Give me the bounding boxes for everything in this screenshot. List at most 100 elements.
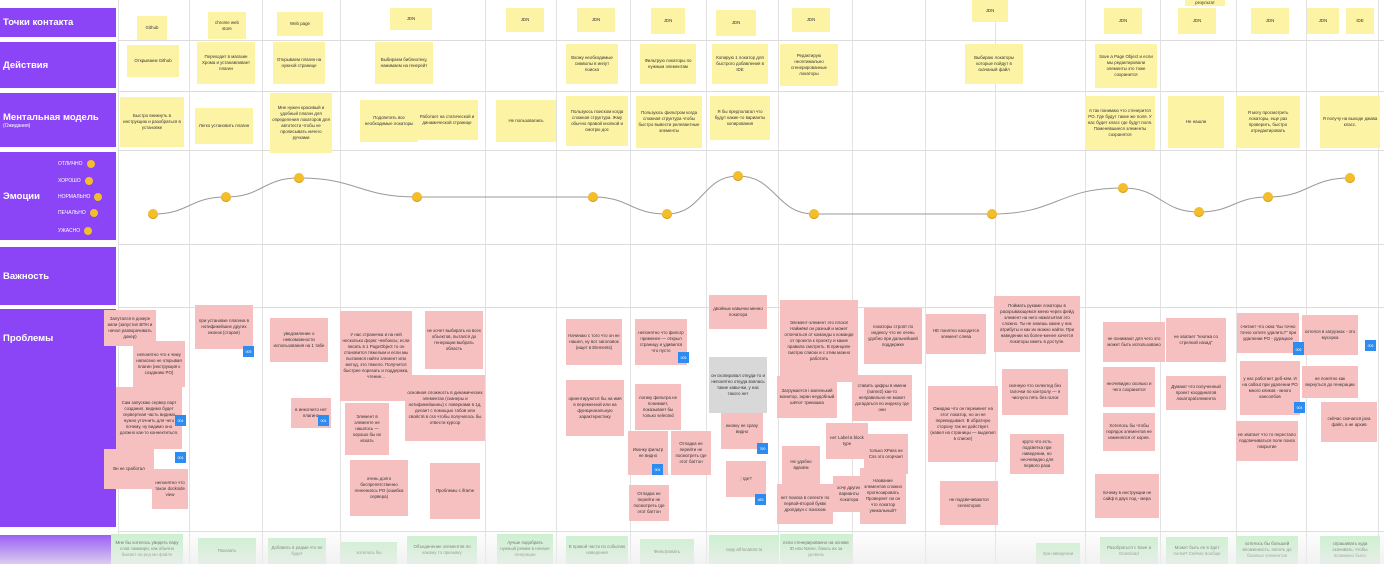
sticky-note[interactable]: JDN bbox=[1178, 8, 1216, 34]
comment-count-badge[interactable]: 004 bbox=[175, 415, 186, 426]
sticky-note[interactable]: JDN bbox=[390, 8, 432, 30]
sticky-note[interactable]: Переходит в магазин Хрома и устанавливае… bbox=[197, 42, 255, 84]
sticky-note[interactable]: Вн не сработал bbox=[104, 449, 154, 489]
sticky-note[interactable]: Фильтровать bbox=[640, 539, 694, 564]
sticky-note[interactable]: не понимают для чего это может быть испо… bbox=[1103, 322, 1165, 362]
sticky-note[interactable]: очень долго беспрепятственно генеенилсь … bbox=[350, 460, 408, 516]
sticky-note[interactable]: Мне нужен красивый и удобный плагин для … bbox=[270, 93, 332, 153]
sticky-note[interactable]: почему в инструкции не сайф в двух под -… bbox=[1095, 474, 1159, 518]
sticky-note[interactable]: Выбираем библиотеку, нажимаем на генерей… bbox=[375, 42, 433, 84]
sticky-note[interactable]: Открываем плагин на нужной странице bbox=[273, 42, 325, 84]
sticky-note[interactable]: он скопировал откуда-то и непонятно отку… bbox=[709, 357, 767, 413]
sticky-note[interactable]: при установке плагина в нотификейшне дру… bbox=[195, 305, 253, 349]
sticky-note[interactable]: Я получу на выходе джава класс. bbox=[1320, 96, 1380, 148]
sticky-note[interactable]: спрашивать куда скачивать, чтобы возможн… bbox=[1320, 536, 1380, 564]
sticky-note[interactable]: Легко установить плагин bbox=[195, 108, 253, 144]
sticky-note[interactable]: Проблемы с iframe bbox=[430, 463, 480, 519]
sticky-note[interactable]: JDN bbox=[506, 8, 544, 32]
sticky-note[interactable]: НЕ понятно находится элемент слева bbox=[926, 314, 986, 354]
sticky-note[interactable]: Открываем Github bbox=[127, 45, 179, 77]
comment-count-badge[interactable]: 005 bbox=[678, 352, 689, 363]
sticky-note[interactable]: не хватает что то перестало подсвечивать… bbox=[1236, 421, 1298, 461]
sticky-note[interactable]: JDN bbox=[716, 10, 756, 36]
sticky-note[interactable]: Загружается i маленький монитор, экран н… bbox=[777, 376, 837, 418]
sticky-note[interactable]: нет Label в block type bbox=[826, 423, 868, 459]
comment-count-badge[interactable]: 004 bbox=[652, 464, 663, 475]
sticky-note[interactable]: copy all locators to bbox=[709, 535, 779, 564]
sticky-note[interactable]: только XPass не Css это огорчает bbox=[864, 434, 908, 474]
sticky-note[interactable]: хотелось бы большей вложенность, эплоть … bbox=[1236, 536, 1298, 564]
sticky-note[interactable]: если стенерированно на основе ID или Nam… bbox=[780, 534, 852, 564]
sticky-note[interactable]: иконку не сразу видно bbox=[721, 409, 763, 449]
sticky-note[interactable]: основная сложность в динамических элемен… bbox=[405, 375, 485, 441]
sticky-note[interactable]: Название элементов сложно прогнозировать… bbox=[860, 468, 906, 524]
sticky-note[interactable]: сейчас скачался java файл, а не архив bbox=[1321, 402, 1377, 442]
sticky-note[interactable]: Показать bbox=[198, 538, 256, 564]
sticky-note[interactable]: Редактирую неоптимально сгенерированные … bbox=[780, 44, 838, 86]
sticky-note[interactable]: Объединение элементов по какому то призн… bbox=[407, 536, 477, 564]
sticky-note[interactable]: Не пользовались bbox=[496, 100, 556, 142]
sticky-note[interactable]: Web page bbox=[277, 12, 323, 36]
sticky-note[interactable]: Запутался в докере иапи (запустил ВПН и … bbox=[104, 310, 156, 346]
sticky-note[interactable]: Хотелось бы чтобы порядок элементов не и… bbox=[1103, 413, 1155, 451]
sticky-note[interactable]: Save a Page Object и если мы редактирова… bbox=[1095, 44, 1157, 88]
sticky-note[interactable]: Не удобно вдвоём bbox=[782, 446, 820, 484]
sticky-note[interactable]: chrome web store bbox=[208, 12, 246, 39]
sticky-note[interactable]: хотелось бы bbox=[341, 542, 397, 564]
sticky-note[interactable]: Подсветить все необходимые локаторы bbox=[360, 100, 418, 142]
comment-count-badge[interactable]: 004 bbox=[175, 452, 186, 463]
sticky-note[interactable]: Поймать руками локаторы в раскрывающемся… bbox=[994, 296, 1080, 352]
sticky-note[interactable]: не подсвечиваются селекторов bbox=[940, 481, 998, 525]
sticky-note[interactable]: я так понимаю что стенерится PO. Где буд… bbox=[1085, 96, 1155, 150]
sticky-note[interactable]: результат bbox=[1185, 0, 1225, 6]
sticky-note[interactable]: Сам запускаю сервер парт созданил, видим… bbox=[116, 387, 182, 449]
comment-count-badge[interactable]: 004 bbox=[1294, 402, 1305, 413]
sticky-note[interactable]: Мне бы хотелось увидеть пару слов саммар… bbox=[111, 534, 183, 564]
sticky-note[interactable]: Я могу просмотреть локаторы, еще раз про… bbox=[1236, 96, 1300, 148]
sticky-note[interactable]: локаторы строят по индексу что не очень … bbox=[864, 308, 922, 364]
sticky-note[interactable]: Отладка не перейти не посмотреть где это… bbox=[671, 431, 711, 475]
sticky-note[interactable]: Github bbox=[137, 16, 167, 40]
sticky-note[interactable]: уведомление о невозможности использовани… bbox=[270, 318, 328, 362]
comment-count-badge[interactable]: 005 bbox=[1365, 340, 1376, 351]
sticky-note[interactable]: хотелся в загрузках - это мусорка bbox=[1302, 315, 1358, 355]
sticky-note[interactable]: Фильтрую локаторы по нужным элементам bbox=[640, 44, 696, 84]
comment-count-badge[interactable]: 005 bbox=[1293, 344, 1304, 355]
sticky-note[interactable]: ; где? bbox=[726, 461, 766, 497]
sticky-note[interactable]: В правой части по событию наведения bbox=[566, 536, 628, 564]
sticky-note[interactable]: скачную что селектед без галочки по конт… bbox=[1002, 369, 1068, 415]
sticky-note[interactable]: не хочет выбирать из всех объектов, пыта… bbox=[425, 311, 483, 369]
sticky-note[interactable]: логику фильтра не понимает, показывает б… bbox=[635, 384, 681, 430]
sticky-note[interactable]: при наведении bbox=[1036, 543, 1080, 564]
sticky-note[interactable]: Пользуюсь фильтром когда сложная структу… bbox=[636, 96, 702, 148]
sticky-note[interactable]: JDN bbox=[651, 8, 685, 34]
sticky-note[interactable]: JDN bbox=[972, 0, 1008, 22]
sticky-note[interactable]: Элемент в элементе не нашлось — хорошо б… bbox=[345, 403, 389, 455]
sticky-note[interactable]: Ожидаю что он перемкнет на этот локатор,… bbox=[928, 386, 998, 462]
sticky-note[interactable]: Быстро вникнуть в инструкцию и разобрать… bbox=[120, 97, 184, 147]
sticky-note[interactable]: ориентируются бы на имя в переменной или… bbox=[566, 380, 624, 436]
sticky-note[interactable]: IDE bbox=[1346, 8, 1374, 34]
sticky-note[interactable]: Разобраться с Save a Download bbox=[1100, 537, 1158, 564]
sticky-note[interactable]: Работает на статической и динамической с… bbox=[416, 100, 478, 140]
sticky-note[interactable]: лучше подобрать нужный режим в начале ге… bbox=[497, 534, 553, 564]
comment-count-badge[interactable]: 004 bbox=[318, 415, 329, 426]
sticky-note[interactable]: У нас страничка и на ней несколько форм:… bbox=[340, 311, 412, 401]
sticky-note[interactable]: Выбираю локаторы которые пойдут в скачан… bbox=[965, 44, 1023, 84]
sticky-note[interactable]: у нас работает деб-кем. И на callout при… bbox=[1240, 361, 1300, 415]
sticky-note[interactable]: Я бы предполагал что будут какие-то вари… bbox=[710, 96, 770, 140]
sticky-note[interactable]: нет поиска в селекте по первой-второй бу… bbox=[777, 484, 833, 524]
comment-count-badge[interactable]: 483 bbox=[755, 494, 766, 505]
sticky-note[interactable]: JDN bbox=[577, 8, 615, 32]
sticky-note[interactable]: JDN bbox=[1104, 8, 1142, 34]
comment-count-badge[interactable]: 760 bbox=[757, 443, 768, 454]
sticky-note[interactable]: Начинаю с того что он не нашел, ну вот з… bbox=[566, 319, 622, 365]
sticky-note[interactable]: считает что окна "вы точно точно хотите … bbox=[1237, 313, 1299, 353]
sticky-note[interactable]: Добавить в ридми что не будет bbox=[268, 538, 326, 564]
sticky-note[interactable]: круто что есть подсветка при наведении, … bbox=[1010, 434, 1064, 474]
sticky-note[interactable]: JDN bbox=[1251, 8, 1289, 34]
sticky-note[interactable]: Элемент-элемент это плохо! Наймём! он ра… bbox=[780, 300, 858, 382]
sticky-note[interactable]: Думают что полученный проект координатов… bbox=[1166, 376, 1226, 410]
sticky-note[interactable]: ставить цифры в имени (name2) как-то неп… bbox=[852, 375, 912, 421]
sticky-note[interactable]: хочу другие варианты локатора bbox=[833, 476, 865, 512]
